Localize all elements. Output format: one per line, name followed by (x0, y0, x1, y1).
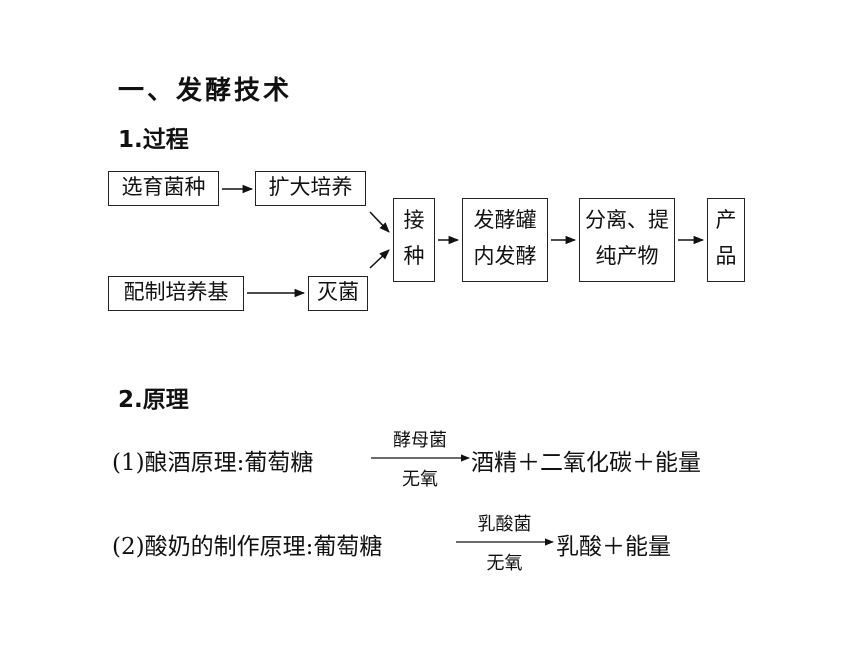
box-separation-line1: 分离、提 (585, 208, 669, 232)
arrow-sterilize-to-inoculate (369, 249, 390, 269)
eq1-result: 酒精＋二氧化碳＋能量 (471, 450, 701, 476)
box-select-strain: 选育菌种 (108, 171, 219, 206)
box-product-line2: 品 (715, 244, 737, 268)
section-title: 一、发酵技术 (118, 76, 293, 106)
box-inoculate: 接 种 (393, 198, 435, 282)
box-inoculate-line2: 种 (403, 244, 425, 268)
process-heading: 1.过程 (118, 127, 189, 153)
eq2-catalyst: 乳酸菌 (477, 514, 532, 535)
box-product: 产 品 (707, 198, 745, 282)
box-fermentation-line2: 内发酵 (473, 244, 537, 268)
box-sterilize: 灭菌 (308, 276, 368, 311)
box-fermentation: 发酵罐 内发酵 (462, 198, 548, 282)
box-separation-line2: 纯产物 (595, 244, 659, 268)
box-separation: 分离、提 纯产物 (579, 198, 675, 282)
eq1-prefix: (1)酿酒原理:葡萄糖 (112, 450, 314, 476)
arrow-expand-to-inoculate (369, 211, 390, 233)
box-expand-culture: 扩大培养 (255, 171, 366, 206)
box-fermentation-line1: 发酵罐 (473, 208, 537, 232)
principle-heading: 2.原理 (118, 387, 189, 413)
eq1-catalyst: 酵母菌 (393, 430, 447, 451)
box-product-line1: 产 (715, 208, 737, 232)
eq1-condition: 无氧 (402, 469, 438, 490)
box-inoculate-line1: 接 (403, 208, 425, 232)
eq2-prefix: (2)酸奶的制作原理:葡萄糖 (112, 534, 383, 560)
box-prepare-medium: 配制培养基 (108, 276, 244, 311)
eq2-condition: 无氧 (486, 553, 523, 574)
eq2-result: 乳酸＋能量 (556, 534, 671, 560)
